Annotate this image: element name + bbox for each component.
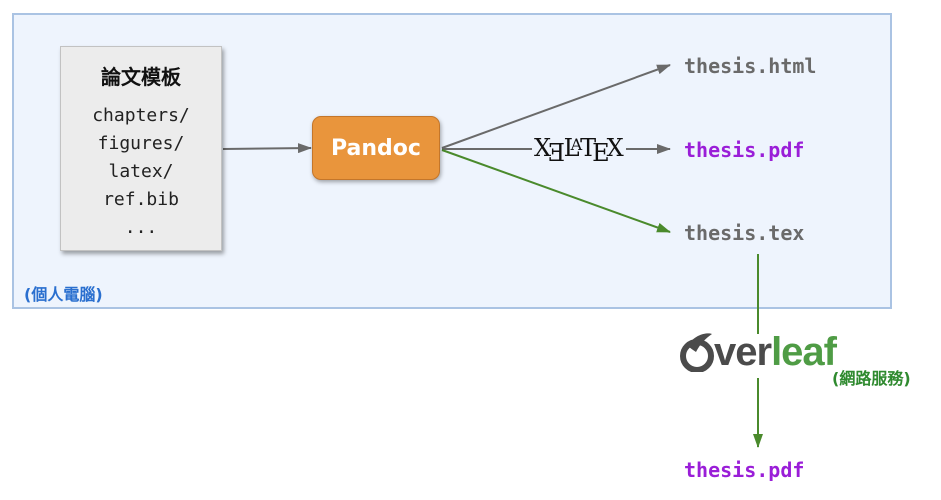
xetex-t: T xyxy=(580,134,597,162)
xetex-x2: X xyxy=(606,134,624,162)
arrow-pandoc-to-tex xyxy=(441,149,671,233)
local-computer-label: (個人電腦) xyxy=(24,285,103,304)
arrow-pandoc-to-html xyxy=(441,64,671,149)
arrow-template-to-pandoc xyxy=(222,143,312,154)
xetex-x1: X xyxy=(534,134,552,162)
template-item-ellipsis: ... xyxy=(124,217,158,238)
web-service-label: (網路服務) xyxy=(832,369,911,388)
template-item-latex: latex/ xyxy=(108,161,174,182)
output-thesis-tex: thesis.tex xyxy=(684,221,805,245)
xetex-l: L xyxy=(563,134,580,162)
template-item-ref-bib: ref.bib xyxy=(103,189,179,210)
xetex-reversed-e: Ǝ xyxy=(548,139,566,167)
output-thesis-html: thesis.html xyxy=(684,54,817,78)
template-item-chapters: chapters/ xyxy=(92,105,190,126)
template-item-figures: figures/ xyxy=(97,133,185,154)
output-thesis-pdf: thesis.pdf xyxy=(684,138,805,162)
xetex-a: A xyxy=(570,135,583,154)
thesis-template-box: 論文模板 chapters/ figures/ latex/ ref.bib .… xyxy=(60,46,222,251)
template-file-list: chapters/ figures/ latex/ ref.bib ... xyxy=(61,102,221,242)
output-overleaf-pdf: thesis.pdf xyxy=(684,458,805,482)
template-title: 論文模板 xyxy=(101,65,181,89)
xelatex-logo: X Ǝ L A T E X xyxy=(532,134,626,167)
pandoc-node: Pandoc xyxy=(312,116,440,180)
overleaf-logo: verleaf xyxy=(680,330,837,374)
overleaf-leaf-icon xyxy=(680,333,714,372)
xetex-e: E xyxy=(592,139,610,167)
overleaf-wordmark: verleaf xyxy=(714,330,837,374)
